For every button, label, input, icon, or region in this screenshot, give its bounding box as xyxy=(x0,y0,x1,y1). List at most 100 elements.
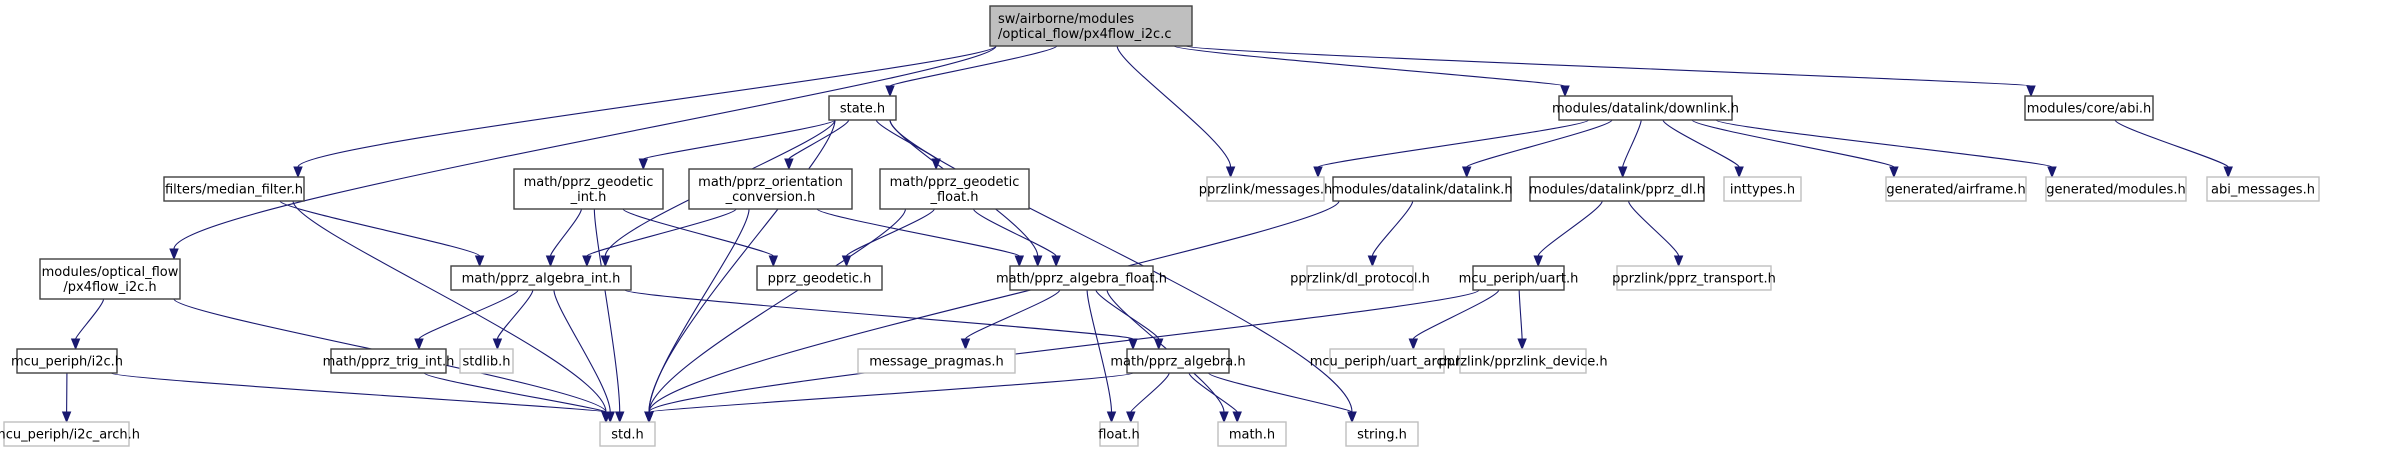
graph-node-pprzdl[interactable]: modules/datalink/pprz_dl.h xyxy=(1529,176,1705,202)
graph-node-orient[interactable]: math/pprz_orientation_conversion.h xyxy=(688,168,853,210)
edge-state-to-geofloat xyxy=(875,119,941,171)
node-label: pprz_geodetic.h xyxy=(768,272,872,287)
edge-abi-to-abimsg xyxy=(2114,119,2233,179)
arrowhead-icon xyxy=(1126,411,1136,424)
node-label: abi_messages.h xyxy=(2211,183,2315,198)
node-box xyxy=(857,348,1016,374)
node-box xyxy=(989,5,1193,47)
graph-node-abimsg: abi_messages.h xyxy=(2206,176,2320,202)
node-label: math/pprz_orientation xyxy=(698,175,843,190)
graph-node-transport: pprzlink/pprz_transport.h xyxy=(1612,265,1776,291)
node-label: math/pprz_algebra.h xyxy=(1110,355,1245,370)
graph-node-algfloat[interactable]: math/pprz_algebra_float.h xyxy=(996,265,1167,291)
graph-node-geodetic[interactable]: pprz_geodetic.h xyxy=(756,265,883,291)
node-box xyxy=(688,168,853,210)
arrowhead-icon xyxy=(768,255,779,268)
arrowhead-icon xyxy=(582,255,592,268)
edge-algebra-to-float xyxy=(1126,372,1170,424)
node-label: generated/modules.h xyxy=(2046,183,2185,198)
edge-line xyxy=(173,45,997,250)
edge-line xyxy=(292,200,607,413)
graph-node-algint[interactable]: math/pprz_algebra_int.h xyxy=(450,265,632,291)
edge-line xyxy=(1691,119,1895,168)
edge-line xyxy=(1518,289,1523,340)
graph-node-state[interactable]: state.h xyxy=(828,95,897,121)
arrowhead-icon xyxy=(885,85,895,98)
graph-node-math: math.h xyxy=(1217,421,1287,447)
arrowhead-icon xyxy=(2026,85,2036,98)
edge-line xyxy=(1188,372,1238,413)
node-box xyxy=(1345,421,1419,447)
node-label: float.h xyxy=(1098,428,1140,443)
graph-node-pragmas: message_pragmas.h xyxy=(857,348,1016,374)
edge-line xyxy=(2114,119,2229,168)
node-label: std.h xyxy=(611,428,644,443)
arrowhead-icon xyxy=(414,338,424,351)
graph-node-px4h[interactable]: modules/optical_flow/px4flow_i2c.h xyxy=(39,258,181,300)
edge-line xyxy=(648,208,906,413)
edge-geofloat-to-algfloat xyxy=(973,208,1061,268)
edge-line xyxy=(964,289,1061,340)
edge-line xyxy=(418,289,519,340)
edge-root-to-abi xyxy=(1185,45,2036,98)
edge-line xyxy=(889,45,1058,87)
edge-line xyxy=(1412,289,1500,340)
graph-node-i2c[interactable]: mcu_periph/i2c.h xyxy=(11,348,123,374)
arrowhead-icon xyxy=(638,158,649,171)
edge-datalink-to-dlproto xyxy=(1367,200,1414,268)
graph-node-abi[interactable]: modules/core/abi.h xyxy=(2024,95,2154,121)
arrowhead-icon xyxy=(601,411,611,424)
edge-root-to-px4h xyxy=(169,45,997,261)
node-box xyxy=(1126,348,1230,374)
node-label: pprzlink/messages.h xyxy=(1199,183,1333,198)
arrowhead-icon xyxy=(1461,166,1472,179)
edge-line xyxy=(1130,372,1170,413)
graph-node-median[interactable]: filters/median_filter.h xyxy=(163,176,305,202)
node-label: inttypes.h xyxy=(1730,183,1795,198)
node-box xyxy=(513,168,664,210)
arrowhead-icon xyxy=(492,338,503,351)
arrowhead-icon xyxy=(1617,166,1628,179)
node-label: modules/datalink/downlink.h xyxy=(1552,102,1739,117)
edge-line xyxy=(496,289,534,340)
graph-node-trigint[interactable]: math/pprz_trig_int.h xyxy=(323,348,455,374)
graph-node-geoint[interactable]: math/pprz_geodetic_int.h xyxy=(513,168,664,210)
edge-median-to-algint xyxy=(279,200,485,268)
node-label: math/pprz_geodetic xyxy=(524,175,654,190)
edge-line xyxy=(1317,119,1590,168)
edge-geofloat-to-geodetic xyxy=(841,208,935,268)
node-box xyxy=(828,95,897,121)
graph-node-root[interactable]: sw/airborne/modules/optical_flow/px4flow… xyxy=(989,5,1193,47)
node-box xyxy=(450,265,632,291)
graph-node-algebra[interactable]: math/pprz_algebra.h xyxy=(1110,348,1246,374)
graph-node-dlproto: pprzlink/dl_protocol.h xyxy=(1290,265,1430,291)
graph-node-datalink[interactable]: modules/datalink/datalink.h xyxy=(1331,176,1513,202)
node-box xyxy=(1306,265,1414,291)
arrowhead-icon xyxy=(841,255,852,268)
edge-line xyxy=(553,289,611,413)
node-label: message_pragmas.h xyxy=(869,355,1004,370)
node-box xyxy=(756,265,883,291)
graph-node-geofloat[interactable]: math/pprz_geodetic_float.h xyxy=(879,168,1030,210)
node-label: /px4flow_i2c.h xyxy=(63,280,156,295)
node-box xyxy=(459,348,514,374)
graph-node-device: pprzlink/pprzlink_device.h xyxy=(1438,348,1608,374)
edge-downlink-to-modules xyxy=(1715,119,2057,179)
graph-node-uart[interactable]: mcu_periph/uart.h xyxy=(1459,265,1579,291)
arrowhead-icon xyxy=(1225,166,1236,179)
node-label: mcu_periph/i2c.h xyxy=(11,355,123,370)
graph-node-i2carch: mcu_periph/i2c_arch.h xyxy=(0,421,140,447)
edge-geoint-to-algint xyxy=(545,208,582,268)
arrowhead-icon xyxy=(1347,411,1357,424)
edge-orient-to-algfloat xyxy=(816,208,1025,268)
node-label: filters/median_filter.h xyxy=(165,183,303,198)
node-box xyxy=(1459,348,1587,374)
graph-node-downlink[interactable]: modules/datalink/downlink.h xyxy=(1552,95,1739,121)
arrowhead-icon xyxy=(1367,255,1378,268)
arrowhead-icon xyxy=(1106,411,1117,424)
edge-line xyxy=(648,200,1340,413)
edge-line xyxy=(1715,119,2053,168)
node-box xyxy=(2206,176,2320,202)
node-box xyxy=(1616,265,1772,291)
edge-line xyxy=(279,200,481,257)
